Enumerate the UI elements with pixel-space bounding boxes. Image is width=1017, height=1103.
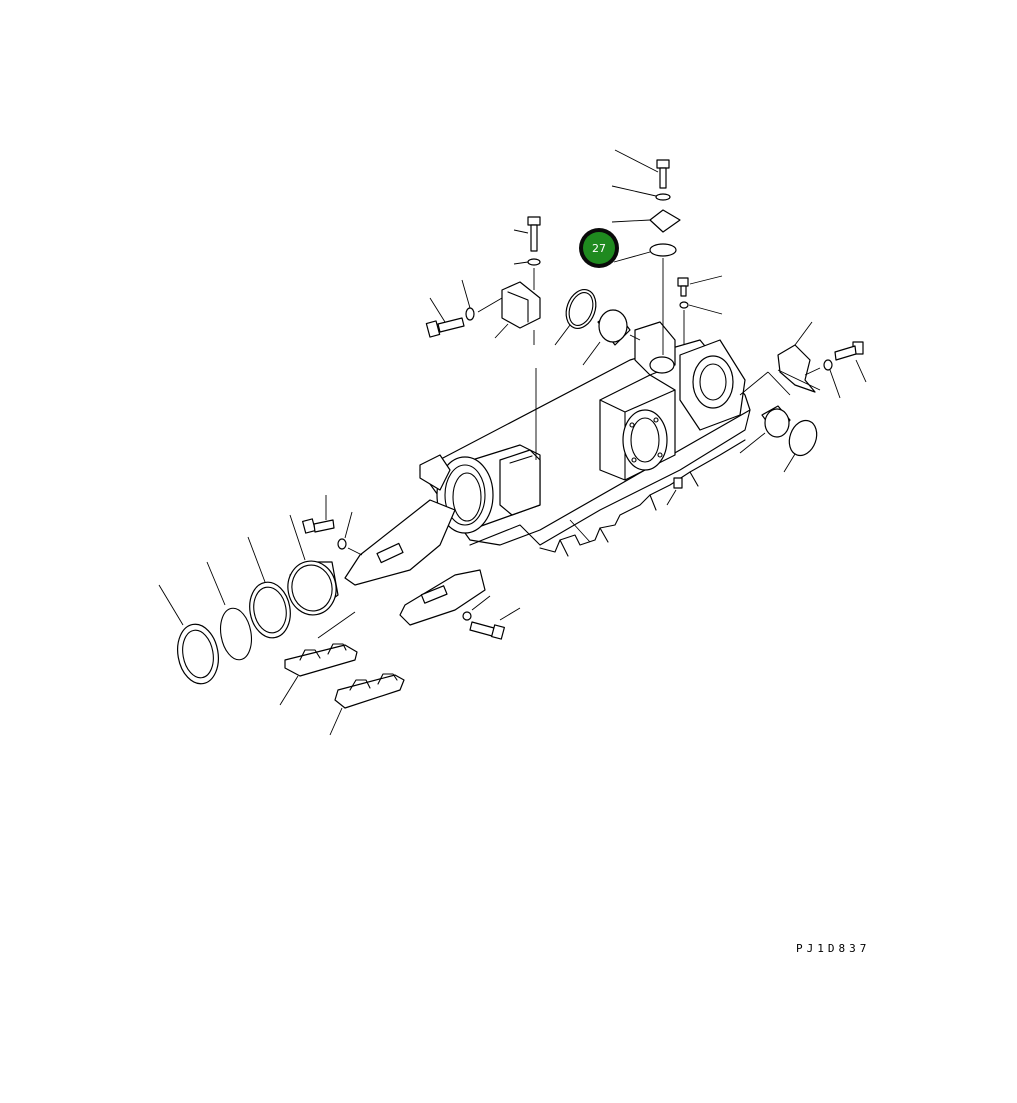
- drawing-code: PJ1D837: [796, 942, 870, 955]
- callout-27-label: 27: [592, 242, 606, 255]
- left-bolt-washer: [302, 495, 363, 556]
- callout-27[interactable]: 27: [579, 228, 619, 268]
- small-bolt-lower: [569, 477, 683, 543]
- right-bracket-assembly: [777, 321, 867, 399]
- small-bolts-right: [677, 275, 723, 345]
- top-cap-assembly: [611, 149, 681, 355]
- upper-bracket-assembly: [425, 216, 541, 345]
- lower-bolt-washer: [462, 595, 521, 640]
- track-pads: [279, 611, 405, 736]
- track-frame-body: [344, 321, 751, 626]
- callout-27-fill: [583, 232, 615, 264]
- collar-ring-set: [158, 514, 339, 685]
- seal-and-bushing: [554, 289, 641, 366]
- right-bushing-and-ring: [739, 371, 818, 473]
